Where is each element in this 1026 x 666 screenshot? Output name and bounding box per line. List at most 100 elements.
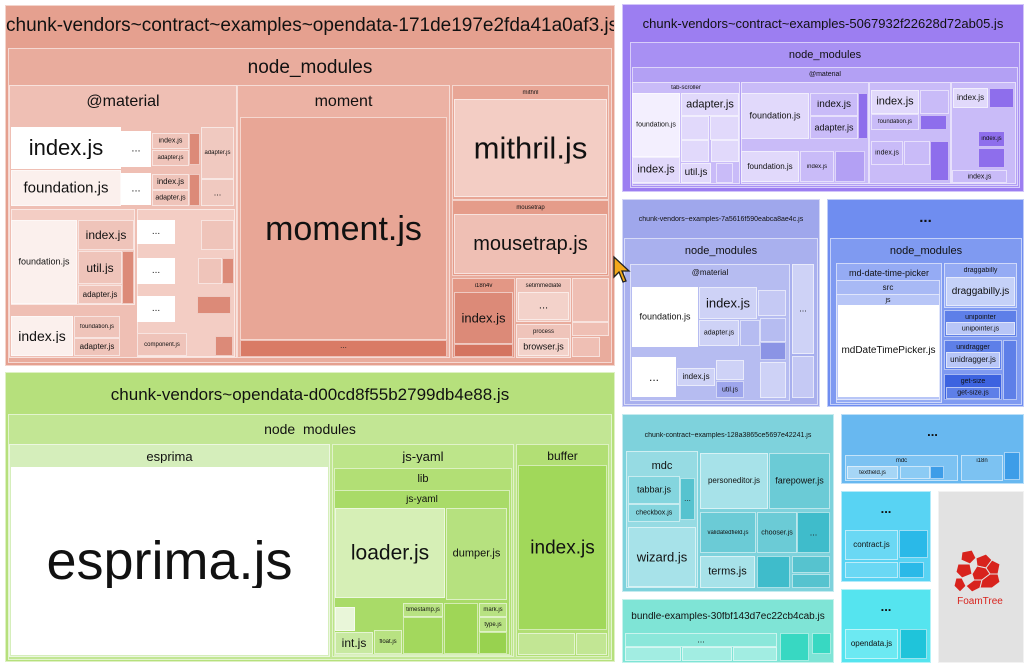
small-folder[interactable] xyxy=(792,574,830,588)
file-esprima[interactable]: esprima.js xyxy=(11,467,328,655)
small-folder[interactable]: ... xyxy=(518,292,569,320)
file-loader[interactable]: loader.js xyxy=(335,508,445,598)
small-folder[interactable] xyxy=(716,163,733,183)
file-foundation[interactable]: foundation.js xyxy=(11,220,77,304)
small-folder[interactable]: ... xyxy=(632,357,676,397)
small-folder[interactable]: ... xyxy=(680,478,695,520)
small-folder[interactable] xyxy=(681,140,709,162)
file-index[interactable]: index.js xyxy=(800,151,834,182)
file-moment[interactable]: moment.js xyxy=(240,117,447,340)
file-util[interactable]: util.js xyxy=(78,251,122,284)
small-folder[interactable] xyxy=(711,140,739,162)
file-get-size[interactable]: get-size.js xyxy=(946,387,1000,399)
file-mark[interactable]: mark.js xyxy=(479,603,507,617)
small-folder[interactable] xyxy=(681,116,709,140)
file-browser[interactable]: browser.js xyxy=(518,338,569,356)
small-folder[interactable] xyxy=(222,258,234,284)
file-chooser[interactable]: chooser.js xyxy=(757,512,797,553)
small-folder[interactable] xyxy=(780,633,809,661)
file-checkbox[interactable]: checkbox.js xyxy=(628,504,680,522)
small-folder[interactable] xyxy=(989,88,1014,108)
small-folder[interactable] xyxy=(201,220,234,250)
small-folder[interactable] xyxy=(900,466,930,479)
small-folder[interactable] xyxy=(757,556,790,588)
file-util[interactable]: util.js xyxy=(681,163,711,183)
small-folder[interactable] xyxy=(444,603,478,654)
file-type[interactable]: type.js xyxy=(479,617,507,632)
small-folder[interactable] xyxy=(189,174,200,206)
small-folder[interactable] xyxy=(198,258,222,284)
small-folder[interactable] xyxy=(454,344,513,357)
file-adapter[interactable]: adapter.js xyxy=(810,116,858,139)
small-folder[interactable]: ... xyxy=(792,264,814,354)
small-folder[interactable] xyxy=(899,562,924,578)
small-folder[interactable]: ... xyxy=(625,633,777,647)
file-index[interactable]: index.js xyxy=(78,220,134,250)
small-folder[interactable] xyxy=(197,296,231,314)
small-folder[interactable]: ... xyxy=(121,173,151,205)
file-unidragger[interactable]: unidragger.js xyxy=(946,352,1000,368)
file-dumper[interactable]: dumper.js xyxy=(446,508,507,600)
small-folder[interactable] xyxy=(930,141,949,181)
file-index[interactable]: index.js xyxy=(454,292,513,344)
file-adapter[interactable]: adapter.js xyxy=(78,285,122,304)
small-folder[interactable] xyxy=(403,617,443,654)
file-adapter[interactable]: adapter.js xyxy=(74,338,120,356)
file-index[interactable]: index.js xyxy=(518,465,607,630)
file-draggabilly[interactable]: draggabilly.js xyxy=(946,277,1015,306)
locale-folder[interactable]: ... xyxy=(240,340,447,357)
file-index[interactable]: index.js xyxy=(11,127,121,169)
small-folder[interactable] xyxy=(904,141,930,165)
small-folder[interactable] xyxy=(858,93,868,139)
small-folder[interactable] xyxy=(733,647,777,661)
file-unipointer[interactable]: unipointer.js xyxy=(946,322,1015,335)
small-folder[interactable] xyxy=(812,633,831,654)
small-folder[interactable] xyxy=(899,530,928,558)
file-component[interactable]: component.js xyxy=(137,333,187,356)
i18n-folder[interactable]: i18n xyxy=(961,455,1003,481)
small-folder[interactable] xyxy=(122,251,134,304)
file-foundation[interactable]: foundation.js xyxy=(741,151,799,182)
small-folder[interactable] xyxy=(716,360,744,380)
file-index[interactable]: index.js xyxy=(871,141,903,165)
file-util[interactable]: util.js xyxy=(716,381,744,398)
file-index[interactable]: index.js xyxy=(699,287,757,319)
file-float[interactable]: float.js xyxy=(374,630,402,654)
file-wizard[interactable]: wizard.js xyxy=(628,527,696,587)
file-mousetrap[interactable]: mousetrap.js xyxy=(454,214,607,274)
small-folder[interactable] xyxy=(710,116,739,140)
small-folder[interactable] xyxy=(189,133,200,165)
file-foundation[interactable]: foundation.js xyxy=(632,93,680,157)
file-foundation[interactable]: foundation.js xyxy=(11,170,121,206)
file-adapter[interactable]: adapter.js xyxy=(201,127,234,179)
small-folder[interactable] xyxy=(518,633,575,655)
file-index[interactable]: index.js xyxy=(810,93,858,116)
file-adapter[interactable]: adapter.js xyxy=(699,320,739,346)
file-index[interactable]: index.js xyxy=(152,133,189,149)
file-foundation[interactable]: foundation.js xyxy=(741,93,809,139)
file-foundation[interactable]: foundation.js xyxy=(632,287,698,347)
file-contract[interactable]: contract.js xyxy=(845,530,898,560)
file-timestamp[interactable]: timestamp.js xyxy=(403,603,443,617)
small-folder[interactable] xyxy=(792,556,830,573)
file-foundation[interactable]: foundation.js xyxy=(74,316,120,338)
small-folder[interactable] xyxy=(930,466,944,479)
small-folder[interactable] xyxy=(625,647,681,661)
small-folder[interactable] xyxy=(760,362,786,398)
small-folder[interactable] xyxy=(978,148,1005,168)
small-folder[interactable] xyxy=(760,318,786,342)
small-folder[interactable]: ... xyxy=(137,258,175,284)
small-folder[interactable] xyxy=(792,356,814,398)
small-folder[interactable] xyxy=(572,322,609,336)
file-adapter[interactable]: adapter.js xyxy=(152,190,189,206)
file-tabbar[interactable]: tabbar.js xyxy=(628,476,680,504)
file-index[interactable]: index.js xyxy=(152,174,189,190)
file-textfield[interactable]: textfield.js xyxy=(847,466,898,479)
file-index[interactable]: index.js xyxy=(978,131,1005,147)
file-validatedfield[interactable]: validatedfield.js xyxy=(700,512,756,553)
file-index[interactable]: index.js xyxy=(953,88,988,108)
file-index[interactable]: index.js xyxy=(632,157,680,183)
small-folder[interactable] xyxy=(845,562,898,578)
file-personeditor[interactable]: personeditor.js xyxy=(700,453,768,509)
file-index[interactable]: index.js xyxy=(11,316,73,356)
